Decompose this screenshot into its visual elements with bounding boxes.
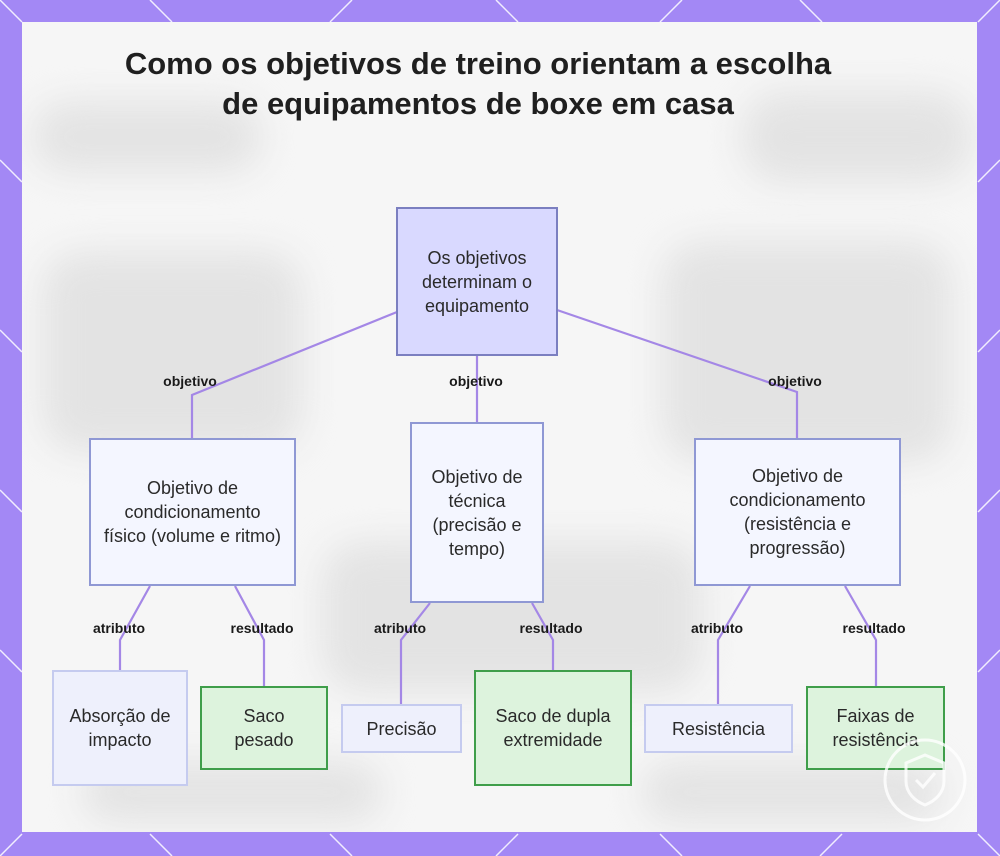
node-result-saco-pesado-label: Saco pesado [212, 704, 316, 752]
node-goal-fisico: Objetivo de condicionamento físico (volu… [89, 438, 296, 586]
edge-label-resultado-3: resultado [842, 620, 905, 636]
node-result-saco-pesado: Saco pesado [200, 686, 328, 770]
edge-fisico-saco [235, 586, 264, 686]
node-attr-precisao: Precisão [341, 704, 462, 753]
edge-label-resultado-2: resultado [519, 620, 582, 636]
edge-label-objetivo-right: objetivo [768, 373, 822, 389]
node-goal-resistencia-label: Objetivo de condicionamento (resistência… [706, 464, 889, 560]
node-root-label: Os objetivos determinam o equipamento [408, 246, 546, 318]
shield-watermark-icon [880, 735, 970, 825]
edge-resistencia-faixas [845, 586, 876, 686]
node-goal-tecnica-label: Objetivo de técnica (precisão e tempo) [422, 465, 532, 561]
node-attr-precisao-label: Precisão [366, 717, 436, 741]
edge-label-objetivo-left: objetivo [163, 373, 217, 389]
edge-label-atributo-1: atributo [93, 620, 145, 636]
node-attr-resistencia-label: Resistência [672, 717, 765, 741]
edge-label-resultado-1: resultado [230, 620, 293, 636]
node-result-saco-dupla: Saco de dupla extremidade [474, 670, 632, 786]
edge-label-atributo-3: atributo [691, 620, 743, 636]
node-attr-absorcao-label: Absorção de impacto [64, 704, 176, 752]
node-root: Os objetivos determinam o equipamento [396, 207, 558, 356]
edge-tecnica-precisao [401, 603, 430, 704]
node-goal-tecnica: Objetivo de técnica (precisão e tempo) [410, 422, 544, 603]
node-goal-resistencia: Objetivo de condicionamento (resistência… [694, 438, 901, 586]
node-result-saco-dupla-label: Saco de dupla extremidade [486, 704, 620, 752]
node-attr-absorcao: Absorção de impacto [52, 670, 188, 786]
edge-label-atributo-2: atributo [374, 620, 426, 636]
node-goal-fisico-label: Objetivo de condicionamento físico (volu… [101, 476, 284, 548]
edge-root-resistencia [557, 310, 797, 438]
edge-label-objetivo-center: objetivo [449, 373, 503, 389]
node-attr-resistencia: Resistência [644, 704, 793, 753]
edge-resistencia-resistencia [718, 586, 750, 704]
edge-root-fisico [192, 312, 397, 438]
edge-tecnica-dupla [532, 603, 553, 670]
